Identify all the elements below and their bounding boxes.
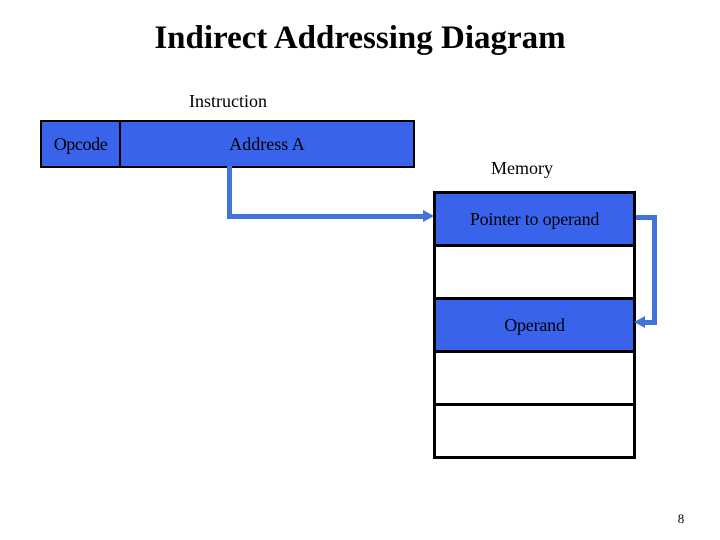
address-label: Address A: [229, 133, 305, 154]
arrowhead-right-icon: [423, 210, 434, 222]
connector-pointer-to-operand-top: [636, 215, 657, 220]
memory-label: Memory: [491, 158, 553, 178]
connector-pointer-to-operand-bottom: [645, 320, 657, 325]
memory-row-empty-3: [436, 406, 633, 456]
connector-pointer-to-operand-vertical: [652, 215, 657, 325]
instruction-label: Instruction: [189, 91, 267, 111]
page-title: Indirect Addressing Diagram: [154, 20, 566, 56]
memory-table: Pointer to operand Operand: [433, 191, 636, 459]
connector-address-to-pointer-horizontal: [227, 214, 425, 219]
arrowhead-left-icon: [634, 316, 645, 328]
opcode-label: Opcode: [53, 133, 108, 154]
memory-row-empty-2: [436, 353, 633, 406]
memory-row-pointer-label: Pointer to operand: [469, 208, 600, 229]
instruction-box: Opcode Address A: [40, 120, 415, 168]
memory-row-empty-1: [436, 247, 633, 300]
connector-address-to-pointer-vertical: [227, 166, 232, 218]
instruction-field-address: Address A: [121, 122, 413, 166]
instruction-field-opcode: Opcode: [42, 122, 121, 166]
memory-row-operand-label: Operand: [504, 314, 565, 335]
page-number: 8: [677, 511, 685, 526]
memory-row-pointer: Pointer to operand: [436, 194, 633, 247]
memory-row-operand: Operand: [436, 300, 633, 353]
